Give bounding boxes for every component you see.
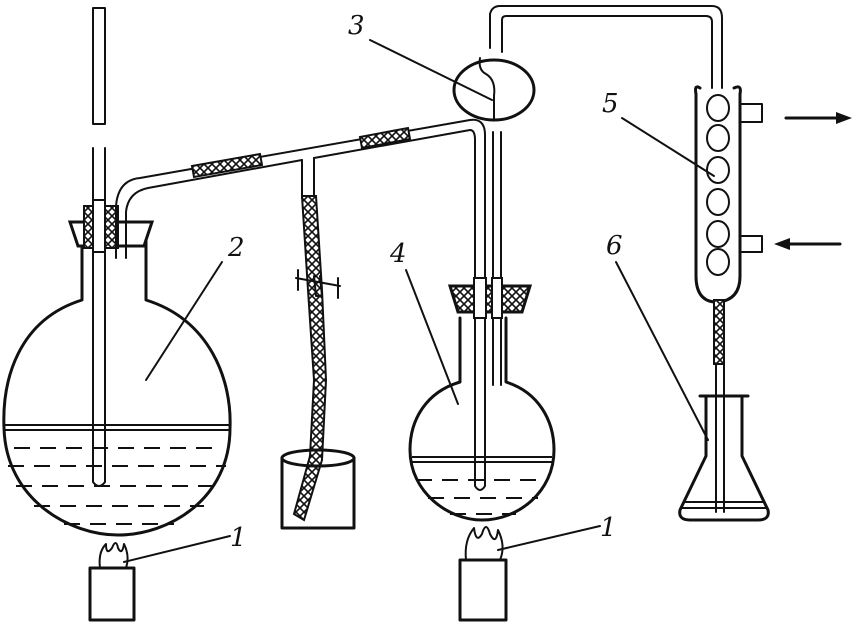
large-flask-stopper bbox=[67, 199, 155, 253]
burner-right bbox=[458, 526, 508, 622]
leader-lines bbox=[123, 39, 715, 563]
label-condenser: 5 bbox=[602, 89, 619, 119]
drain-branch bbox=[292, 157, 341, 522]
trap-bulb bbox=[452, 5, 723, 279]
pinch-clamp bbox=[295, 269, 341, 299]
small-flask-stopper bbox=[447, 277, 533, 319]
large-flask bbox=[2, 230, 232, 537]
label-burner-left: 1 bbox=[230, 523, 247, 553]
receiver-flask bbox=[678, 394, 770, 522]
burner-left bbox=[88, 542, 136, 622]
label-small-flask: 4 bbox=[389, 239, 407, 269]
condenser-bulbs bbox=[706, 94, 730, 276]
label-large-flask: 2 bbox=[227, 233, 245, 263]
label-burner-right: 1 bbox=[600, 513, 617, 543]
label-receiver: 6 bbox=[606, 231, 623, 261]
beaker bbox=[280, 448, 356, 530]
label-trap-bulb: 3 bbox=[348, 11, 365, 41]
small-flask bbox=[408, 299, 556, 522]
delivery-tube bbox=[115, 118, 486, 471]
condenser bbox=[694, 85, 763, 513]
water-flow-arrows bbox=[774, 112, 852, 250]
